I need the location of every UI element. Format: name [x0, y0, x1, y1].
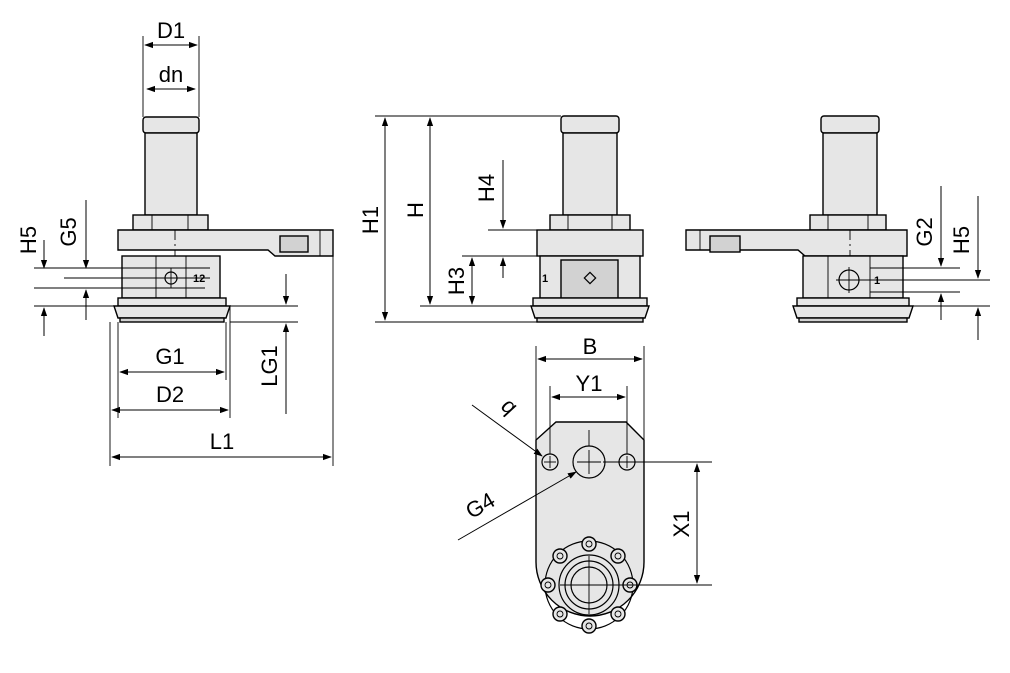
dims-left-view: D1 dn H5 G5 G1 D2 L1 LG1 — [16, 18, 334, 466]
dims-front-view: H1 H H4 H3 — [358, 115, 561, 323]
port-mark-right: 1 — [874, 275, 880, 287]
label-X1: X1 — [669, 511, 694, 538]
label-H1: H1 — [358, 206, 383, 234]
label-G5: G5 — [56, 217, 81, 246]
flange-bolts — [540, 536, 638, 634]
front-view: 1 — [530, 115, 650, 323]
label-LG1: LG1 — [257, 345, 282, 387]
side-view-right: 1 — [685, 115, 914, 323]
top-view — [535, 421, 645, 634]
label-Y1: Y1 — [576, 371, 603, 396]
label-dn: dn — [159, 62, 183, 87]
dims-right-view: G2 H5 — [862, 186, 990, 340]
label-G1: G1 — [155, 344, 184, 369]
label-H5-right: H5 — [949, 226, 974, 254]
label-H4: H4 — [474, 174, 499, 202]
label-L1: L1 — [210, 429, 234, 454]
label-G2: G2 — [912, 217, 937, 246]
port-mark-left: 12 — [193, 273, 205, 285]
port-mark-front: 1 — [542, 273, 548, 285]
label-H: H — [403, 202, 428, 218]
label-G4: G4 — [461, 487, 499, 523]
label-B: B — [583, 334, 598, 359]
label-H5-left: H5 — [16, 226, 41, 254]
side-view-left: 12 — [113, 116, 334, 323]
label-D1: D1 — [157, 18, 185, 43]
label-q: q — [497, 392, 522, 420]
label-H3: H3 — [444, 267, 469, 295]
label-D2: D2 — [156, 382, 184, 407]
